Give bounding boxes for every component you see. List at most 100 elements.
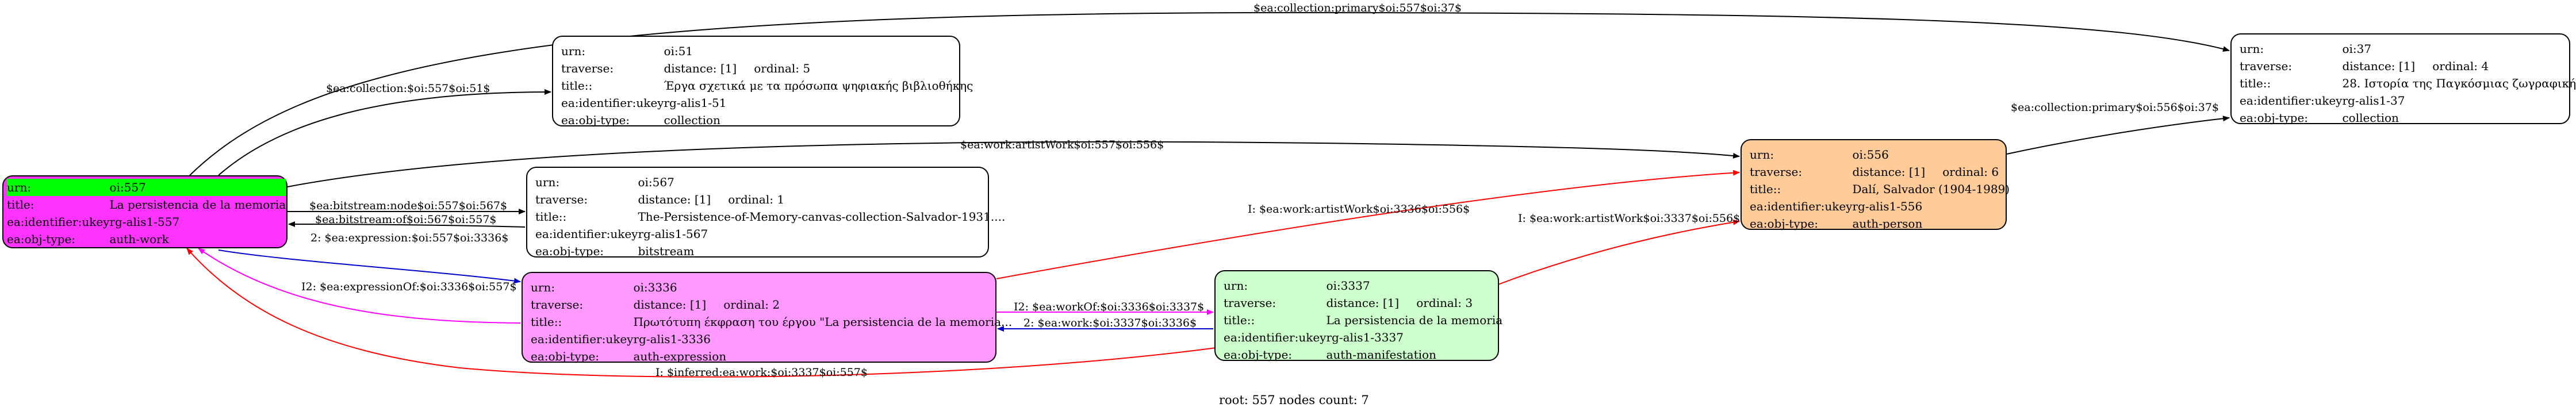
obj-type-key: ea:obj-type:	[1750, 217, 1819, 230]
edge-label: $ea:work:artistWork$oi:557$oi:556$	[960, 139, 1164, 151]
title-value: Dalí, Salvador (1904-1989)	[1852, 182, 2010, 196]
urn-key: urn:	[561, 44, 586, 58]
traverse-value: distance: [1] ordinal: 2	[633, 296, 1012, 313]
node-556[interactable]: urn: oi:556 traverse: distance: [1] ordinal…	[1741, 139, 2010, 232]
traverse-key: traverse:	[535, 193, 588, 206]
title-key: title::	[561, 79, 593, 93]
distance-value: distance: [1]	[1326, 296, 1400, 310]
traverse-value: distance: [1]ordinal: 5	[664, 60, 973, 77]
edge-label: $ea:collection:$oi:557$oi:51$	[326, 82, 490, 95]
identifier-value: rg-alis1-3336	[633, 332, 711, 346]
identifier-value: rg-alis1-556	[1852, 199, 1923, 213]
urn-key: urn:	[7, 180, 32, 194]
node-37[interactable]: urn:oi:37 traverse:distance: [1]ordinal:…	[2230, 33, 2576, 125]
obj-type-value: auth-work	[109, 232, 169, 246]
traverse-key: traverse:	[2240, 59, 2293, 73]
edge-557-37	[189, 11, 2230, 176]
title-value: 28. Ιστορία της Παγκόσμιας ζωγραφικής	[2342, 76, 2576, 90]
obj-type-value: bitstream	[638, 244, 695, 258]
edge-567-557	[288, 221, 526, 228]
distance-value: distance: [1]	[1852, 165, 1926, 179]
node-567[interactable]: urn:oi:567 traverse:distance: [1]ordinal…	[526, 167, 1005, 258]
title-key: title::	[531, 315, 562, 329]
urn-key: urn:	[2240, 42, 2264, 56]
identifier-value: rg-alis1-557	[109, 215, 180, 229]
distance-value: distance: [1]	[633, 298, 707, 312]
urn-key: urn:	[531, 280, 555, 294]
ordinal-value: ordinal: 3	[1416, 296, 1473, 310]
obj-type-value: auth-expression	[633, 349, 727, 363]
identifier-key: ea:identifier:ukey	[535, 227, 638, 241]
obj-type-value: auth-person	[1852, 217, 1923, 230]
obj-type-key: ea:obj-type:	[7, 232, 76, 246]
graph-footer: root: 557 nodes count: 7	[1219, 393, 1369, 407]
title-key: title::	[1750, 182, 1781, 196]
node-3336[interactable]: urn: oi:3336 traverse: distance: [1] ordina…	[522, 272, 1012, 363]
urn-value: oi:51	[664, 44, 693, 58]
ordinal-value: ordinal: 1	[728, 193, 785, 206]
edge-3336-557	[198, 248, 521, 324]
edge-label: 2: $ea:expression:$oi:557$oi:3336$	[310, 232, 508, 244]
urn-key: urn:	[1750, 148, 1774, 162]
edge-label: $ea:collection:primary$oi:556$oi:37$	[2011, 101, 2219, 114]
obj-type-key: ea:obj-type:	[561, 113, 630, 127]
obj-type-key: ea:obj-type:	[1224, 348, 1293, 362]
edge-3336-556	[996, 170, 1740, 279]
title-value: La persistencia de la memoria	[109, 198, 286, 212]
node-3337[interactable]: urn:oi:3337 traverse:distance: [1]ordina…	[1214, 270, 1502, 363]
ordinal-value: ordinal: 4	[2432, 59, 2489, 73]
urn-key: urn:	[535, 175, 560, 189]
distance-value: distance: [1]	[664, 62, 737, 75]
edge-557-3336	[218, 249, 521, 284]
obj-type-value: auth-manifestation	[1326, 348, 1436, 362]
identifier-key: ea:identifier:ukey	[1224, 331, 1327, 344]
edge-label: $ea:bitstream:of$oi:567$oi:557$	[315, 213, 497, 226]
node-51-table: urn:oi:51 traverse:distance: [1]ordinal:…	[561, 43, 973, 129]
traverse-key: traverse:	[1750, 165, 1803, 179]
edge-label: I: $inferred:ea:work:$oi:3337$oi:557$	[656, 366, 868, 379]
title-value: Πρωτότυπη έκφραση του έργου "La persiste…	[633, 315, 1013, 329]
title-key: title::	[1224, 313, 1255, 327]
urn-row: urn: oi:557	[7, 179, 286, 196]
edge-label: I: $ea:work:artistWork$oi:3337$oi:556$	[1518, 212, 1740, 225]
obj-type-value: collection	[664, 113, 720, 127]
obj-type-key: ea:obj-type:	[531, 349, 600, 363]
identifier-key: ea:identifier:ukey	[531, 332, 634, 346]
ordinal-value: ordinal: 2	[723, 298, 780, 312]
edge-3337-557	[186, 248, 1217, 378]
identifier-value: rg-alis1-3337	[1326, 331, 1404, 344]
title-value: The-Persistence-of-Memory-canvas-collect…	[638, 210, 1006, 224]
identifier-key: ea:identifier:ukey	[7, 215, 110, 229]
edge-557-556	[287, 141, 1740, 187]
identifier-value: rg-alis1-37	[2342, 94, 2405, 107]
traverse-value: distance: [1]ordinal: 1	[638, 191, 1005, 208]
traverse-value: distance: [1] ordinal: 6	[1852, 163, 2010, 180]
node-556-table: urn: oi:556 traverse: distance: [1] ordinal…	[1750, 146, 2010, 232]
traverse-key: traverse:	[531, 298, 584, 312]
identifier-key: ea:identifier:ukey	[2240, 94, 2343, 107]
edge-label: I: $ea:work:artistWork$oi:3336$oi:556$	[1248, 203, 1470, 216]
urn-value: oi:3337	[1326, 279, 1370, 293]
title-value: Έργα σχετικά με τα πρόσωπα ψηφιακής βιβλ…	[664, 79, 973, 93]
identifier-value: rg-alis1-51	[664, 96, 727, 110]
node-557-table: urn: oi:557 title: La persistencia de la…	[7, 179, 286, 248]
distance-value: distance: [1]	[2342, 59, 2416, 73]
node-557[interactable]: urn: oi:557 title: La persistencia de la…	[2, 175, 288, 248]
urn-value: oi:557	[109, 180, 146, 194]
node-3337-table: urn:oi:3337 traverse:distance: [1]ordina…	[1224, 277, 1502, 363]
node-37-table: urn:oi:37 traverse:distance: [1]ordinal:…	[2240, 40, 2576, 126]
node-3336-table: urn: oi:3336 traverse: distance: [1] ordina…	[531, 279, 1012, 365]
traverse-value: distance: [1] ordinal: 3	[1326, 294, 1502, 312]
obj-type-key: ea:obj-type:	[2240, 111, 2309, 125]
edge-label: $ea:bitstream:node$oi:557$oi:567$	[309, 199, 507, 212]
identifier-value: rg-alis1-567	[638, 227, 708, 241]
urn-value: oi:556	[1852, 148, 1889, 162]
node-567-table: urn:oi:567 traverse:distance: [1]ordinal…	[535, 174, 1005, 260]
ordinal-value: ordinal: 6	[1942, 165, 1999, 179]
node-51[interactable]: urn:oi:51 traverse:distance: [1]ordinal:…	[552, 36, 973, 127]
traverse-value: distance: [1] ordinal: 4	[2342, 57, 2576, 75]
edge-556-37	[2006, 116, 2230, 155]
edge-label: I2: $ea:workOf:$oi:3336$oi:3337$	[1014, 301, 1204, 313]
urn-value: oi:3336	[633, 280, 677, 294]
